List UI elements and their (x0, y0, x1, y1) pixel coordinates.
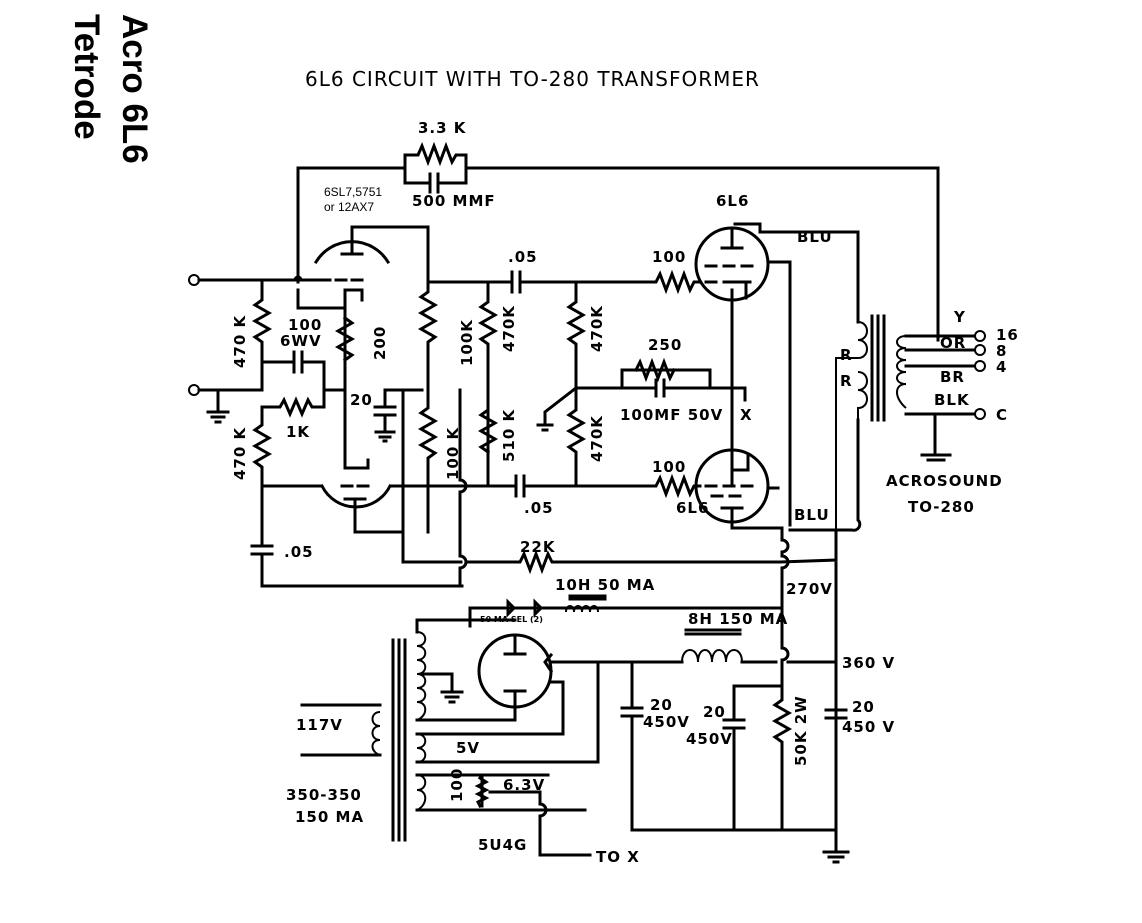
lead-blu-bottom-label: BLU (794, 506, 830, 524)
to-x-label: TO X (596, 848, 640, 866)
winding-63v-label: 6.3V (503, 776, 545, 794)
bias-resistor-label: 250 (648, 336, 682, 354)
filter-cap-2-voltage: 450V (686, 730, 733, 748)
coupling-bottom-label: .05 (524, 499, 554, 517)
tap-8[interactable] (974, 344, 986, 356)
lead-r-bottom-label: R (840, 372, 853, 390)
tap-4-label: 4 (996, 358, 1007, 376)
output-stage: 6L6 6L6 BLU BLU (676, 192, 860, 530)
output-tube-top-label: 6L6 (716, 192, 749, 210)
tap-16[interactable] (974, 330, 986, 342)
tap-4[interactable] (974, 360, 986, 372)
choke-small-label: 10H 50 MA (555, 576, 655, 594)
power-supply: 270V 360 V 10H 50 MA 50 MA SEL (2) 8H 15… (286, 526, 895, 866)
filter-cap-1-voltage: 450V (643, 713, 690, 731)
b-plus-270-label: 270V (786, 580, 833, 598)
feedback-resistor-label: 3.3 K (418, 119, 467, 137)
preamp-tube-label-1: 6SL7,5751 (324, 185, 382, 199)
plate-load-top-label: 100K (458, 319, 476, 366)
transformer-name-2: TO-280 (908, 498, 975, 516)
b-plus-360-label: 360 V (842, 654, 895, 672)
lead-r-top-label: R (840, 346, 853, 364)
filter-cap-2-value: 20 (703, 703, 726, 721)
output-tube-bottom-label: 6L6 (676, 499, 709, 517)
winding-5v-label: 5V (456, 739, 480, 757)
preamp-tube-label-2: or 12AX7 (324, 200, 374, 214)
r-grid-top-label: 470 K (231, 314, 249, 368)
pt-rating-label-1: 350-350 (286, 786, 362, 804)
r-22k-label: 22K (520, 538, 556, 556)
input-stage: 470 K 100 6WV 1K 200 20 470 K 100K 100 K… (188, 225, 514, 588)
r-grid-bottom-label: 470 K (231, 426, 249, 480)
r-470k-b-label: 470K (588, 305, 606, 352)
pt-rating-label-2: 150 MA (295, 808, 364, 826)
bleeder-label: 50K 2W (792, 695, 810, 766)
grid-stopper-top-label: 100 (652, 248, 686, 266)
choke-large-label: 8H 150 MA (688, 610, 788, 628)
coupling-cap-bottom-left-label: .05 (284, 543, 314, 561)
bias-cap-label: 100MF 50V (620, 406, 723, 424)
secondary-br-label: BR (940, 368, 965, 386)
tap-c-label: C (996, 406, 1008, 424)
feedback-network: 3.3 K 500 MMF (296, 119, 940, 342)
hum-pot-label: 100 (448, 768, 466, 802)
feedback-resistor (403, 141, 468, 167)
mains-label: 117V (296, 716, 343, 734)
bias-point-x-label: X (740, 406, 753, 424)
lead-blu-top-label: BLU (797, 228, 833, 246)
secondary-y-label: Y (953, 308, 966, 326)
cathode-cap-value-label: 100 (288, 316, 322, 334)
tap-16-label: 16 (996, 326, 1019, 344)
tap-8-label: 8 (996, 342, 1007, 360)
rectifier-tube-label: 5U4G (478, 836, 527, 854)
r-510k-label: 510 K (500, 408, 518, 462)
filter-cap-3-value: 20 (852, 698, 875, 716)
r-200-label: 200 (371, 326, 389, 360)
feedback-capacitor-label: 500 MMF (412, 192, 496, 210)
cathode-cap-voltage-label: 6WV (280, 332, 322, 350)
filter-cap-3-voltage: 450 V (842, 718, 895, 736)
filter-cap-1-value: 20 (650, 696, 673, 714)
tap-common[interactable] (974, 408, 986, 420)
r-470k-c-label: 470K (588, 415, 606, 462)
cap-20-label: 20 (350, 391, 373, 409)
grid-stopper-bottom-label: 100 (652, 458, 686, 476)
secondary-blk-label: BLK (934, 391, 970, 409)
coupling-top-label: .05 (508, 248, 538, 266)
schematic-title: 6L6 CIRCUIT WITH TO-280 TRANSFORMER (305, 67, 760, 91)
driver-stage: .05 100 470K 510 K 470K 470K 250 100MF 5… (458, 248, 782, 575)
transformer-name-1: ACROSOUND (886, 472, 1003, 490)
r-470k-a-label: 470K (500, 305, 518, 352)
plate-load-bottom-label: 100 K (444, 426, 462, 480)
r-cathode-label: 1K (286, 423, 310, 441)
secondary-or-label: OR (940, 334, 966, 352)
output-transformer[interactable]: Y OR BR BLK 16 8 4 C R R ACROSOUND TO-28… (788, 230, 1019, 560)
